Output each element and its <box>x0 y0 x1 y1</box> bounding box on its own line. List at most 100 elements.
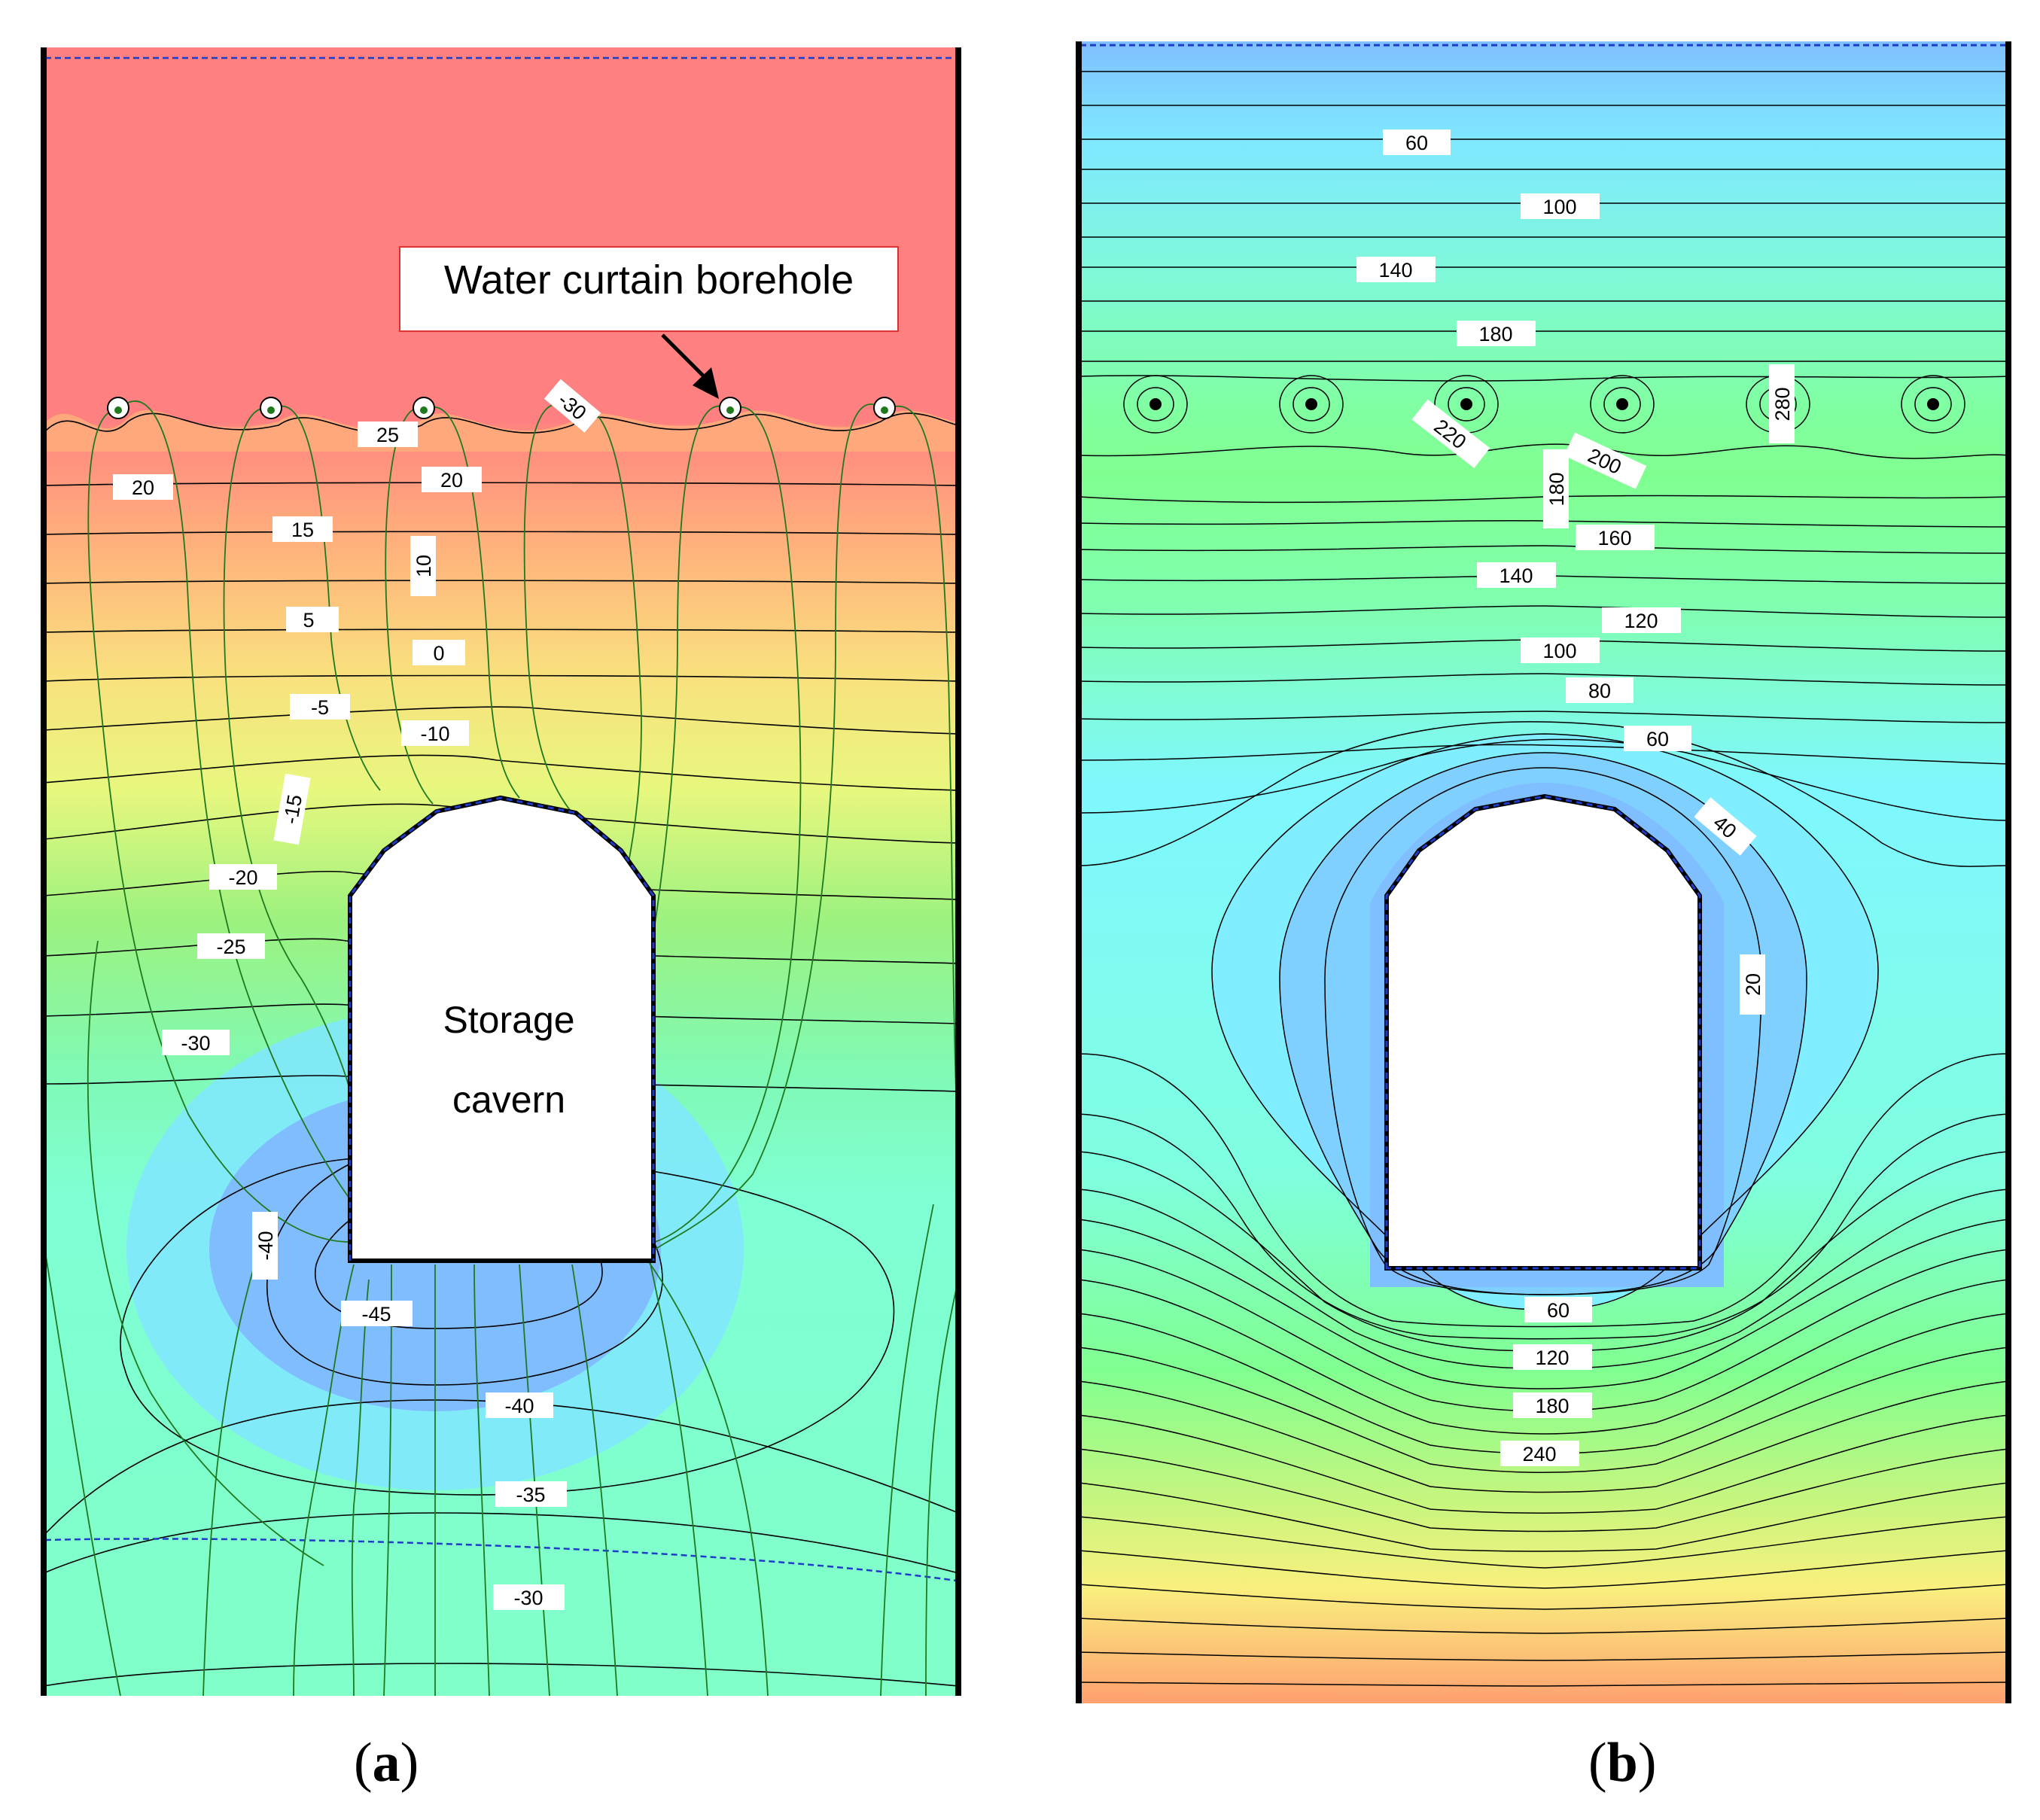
svg-text:120: 120 <box>1535 1347 1569 1369</box>
svg-text:25: 25 <box>376 424 399 446</box>
svg-text:15: 15 <box>291 519 314 541</box>
svg-text:60: 60 <box>1405 132 1428 154</box>
contour-label: 180 <box>1513 1392 1592 1418</box>
svg-text:-30: -30 <box>181 1032 210 1055</box>
svg-text:-35: -35 <box>516 1484 545 1506</box>
panel-b-plot: 60 100 140 180 220 200 280 180 160 140 1… <box>1076 41 2011 1703</box>
contour-label: 180 <box>1543 449 1569 528</box>
borehole-center-icon <box>420 406 428 414</box>
panel-b-label-close: ) <box>1637 1732 1657 1794</box>
contour-label: 0 <box>413 640 465 665</box>
panel-b-cavern-dashed-edge <box>1385 795 1701 1270</box>
svg-text:60: 60 <box>1547 1299 1570 1322</box>
contour-label: -30 <box>493 1584 565 1610</box>
contour-label: 140 <box>1356 257 1436 282</box>
panel-a-annotation-text: Water curtain borehole <box>444 257 854 303</box>
svg-text:-10: -10 <box>420 723 449 745</box>
contour-label: 20 <box>1740 954 1765 1015</box>
svg-text:20: 20 <box>440 469 463 492</box>
contour-label: -40 <box>486 1392 553 1418</box>
svg-text:20: 20 <box>1742 973 1764 996</box>
svg-text:-40: -40 <box>254 1231 277 1260</box>
contour-label: -30 <box>162 1030 230 1055</box>
panel-a-label: (a) <box>354 1731 419 1795</box>
svg-text:20: 20 <box>132 476 154 499</box>
contour-label: 15 <box>273 516 333 542</box>
panel-a-label-letter: a <box>372 1732 400 1794</box>
borehole-center-icon <box>726 406 734 414</box>
panel-a-cavern-label-line1: Storage <box>443 999 574 1041</box>
borehole-icon <box>1460 398 1472 410</box>
contour-label: 25 <box>358 422 418 447</box>
contour-label: 120 <box>1602 607 1681 633</box>
panel-a-label-open: ( <box>354 1732 373 1794</box>
svg-text:140: 140 <box>1378 259 1412 282</box>
svg-text:-45: -45 <box>361 1303 391 1325</box>
contour-label: -15 <box>273 773 311 845</box>
contour-label: 100 <box>1521 638 1600 663</box>
svg-text:80: 80 <box>1588 680 1611 702</box>
panel-b-contour-labels: 60 100 140 180 220 200 280 180 160 140 1… <box>1356 129 1795 1466</box>
borehole-center-icon <box>267 406 275 414</box>
panel-a-cavern-dashed-edge <box>349 796 655 1261</box>
panel-a-annotation-box <box>399 246 899 332</box>
svg-text:100: 100 <box>1542 640 1576 662</box>
panel-b-label: (b) <box>1588 1731 1656 1795</box>
contour-label: 80 <box>1566 677 1634 703</box>
contour-label: -45 <box>341 1301 413 1326</box>
contour-label: 160 <box>1576 525 1655 550</box>
panel-b-label-open: ( <box>1588 1732 1607 1794</box>
panel-a-plot: Storage cavern Water curtain borehole 25… <box>41 47 961 1697</box>
contour-label: 120 <box>1513 1344 1592 1370</box>
panel-b-label-letter: b <box>1606 1732 1638 1794</box>
contour-label: 240 <box>1500 1441 1579 1466</box>
contour-label: 10 <box>410 536 436 596</box>
svg-text:-5: -5 <box>311 696 329 719</box>
contour-label: 180 <box>1457 321 1536 346</box>
contour-label: 60 <box>1383 129 1451 155</box>
borehole-icon <box>1305 398 1317 410</box>
svg-text:100: 100 <box>1542 196 1576 218</box>
svg-text:180: 180 <box>1478 323 1512 345</box>
svg-text:-30: -30 <box>513 1587 543 1609</box>
contour-label: -35 <box>495 1481 567 1507</box>
contour-label: -25 <box>197 933 265 959</box>
borehole-center-icon <box>881 406 888 414</box>
panel-a-wavy-boundary <box>44 409 958 452</box>
panel-a-high-head-zone <box>44 47 958 424</box>
svg-text:0: 0 <box>433 642 444 665</box>
borehole-icon <box>1616 398 1628 410</box>
borehole-center-icon <box>114 406 122 414</box>
svg-text:10: 10 <box>413 555 435 577</box>
contour-label: 60 <box>1524 1297 1592 1322</box>
contour-label: -40 <box>252 1212 278 1280</box>
contour-label: 140 <box>1477 562 1556 588</box>
svg-text:160: 160 <box>1597 527 1631 549</box>
contour-label: 5 <box>286 607 339 632</box>
contour-label: 280 <box>1769 364 1795 443</box>
borehole-icon <box>1927 398 1939 410</box>
svg-text:-15: -15 <box>279 793 306 826</box>
arrow-head-icon <box>693 367 719 399</box>
svg-text:280: 280 <box>1771 387 1794 421</box>
panel-b-storage-cavern <box>1384 793 1702 1271</box>
contour-label: -5 <box>290 694 350 720</box>
svg-text:-25: -25 <box>216 936 245 958</box>
svg-text:240: 240 <box>1522 1443 1556 1465</box>
svg-text:180: 180 <box>1545 472 1568 506</box>
contour-label: 60 <box>1624 726 1691 751</box>
borehole-icon <box>1149 398 1162 410</box>
panel-a-boreholes <box>107 397 896 419</box>
panel-a-blue-dashed-boundary <box>44 1538 958 1582</box>
panel-a-contour-labels: 25 20 20 15 10 5 0 -5 -10 -15 -20 -25 -3… <box>113 379 601 1610</box>
svg-text:-40: -40 <box>504 1395 534 1417</box>
svg-text:140: 140 <box>1499 565 1533 587</box>
panel-a-label-close: ) <box>400 1732 419 1794</box>
panel-a-cavern-label-line2: cavern <box>452 1079 565 1121</box>
svg-text:180: 180 <box>1535 1395 1569 1417</box>
svg-text:5: 5 <box>303 609 314 632</box>
contour-label: -10 <box>401 720 469 746</box>
contour-label: 20 <box>422 467 482 492</box>
contour-label: 100 <box>1521 193 1600 219</box>
